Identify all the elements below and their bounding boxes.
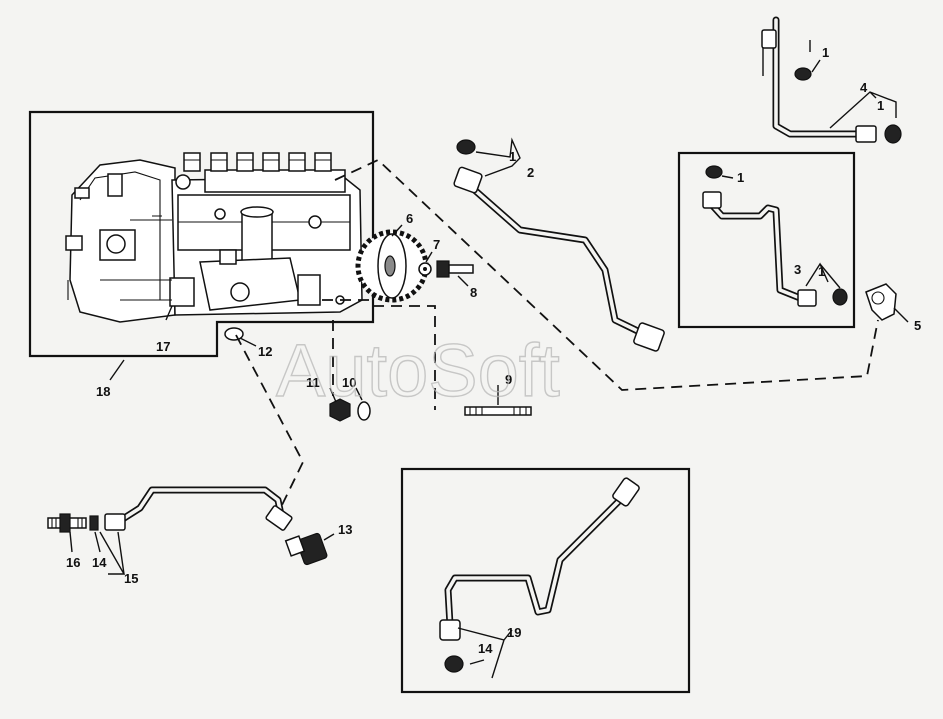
callout-16: 16 [66,555,80,570]
callout-1: 1 [818,264,825,279]
fuel-line-19 [439,477,640,673]
fitting-13 [284,532,328,566]
pump-assembly-frame [28,110,375,358]
callout-14: 14 [92,555,107,570]
line-19-frame [400,467,691,694]
callout-5: 5 [914,318,921,333]
fuel-line-15 [104,486,293,531]
washer-10 [357,401,371,421]
line-3-frame [677,151,856,329]
callout-18: 18 [96,384,110,399]
connector-16 [47,513,87,533]
fuel-transfer-block [199,257,301,311]
callout-10: 10 [342,375,356,390]
nut-14 [89,515,99,531]
callout-1: 1 [737,170,744,185]
callout-7: 7 [433,237,440,252]
fuel-line-2 [453,139,665,352]
nut-11 [329,398,351,422]
callout-8: 8 [470,285,477,300]
routing-line-upper [334,158,879,391]
callout-11: 11 [306,375,320,390]
callout-1: 1 [822,45,829,60]
stud-9 [464,406,532,416]
callout-6: 6 [406,211,413,226]
callout-12: 12 [258,344,272,359]
callout-2: 2 [527,165,534,180]
callout-3: 3 [794,262,801,277]
elbow-fitting-5 [865,283,897,321]
fuel-line-4 [761,16,902,144]
callout-14: 14 [478,641,493,656]
injection-pump [65,152,363,323]
fitting-17 [169,277,195,307]
routing-line-stud [373,305,436,410]
fuel-line-3 [702,165,848,307]
o-ring-12 [224,327,244,341]
callout-1: 1 [877,98,884,113]
callout-17: 17 [156,339,170,354]
callout-13: 13 [338,522,352,537]
elbow-port [871,291,885,305]
leader-lines [69,59,909,679]
drive-gear [355,229,429,303]
callout-15: 15 [124,571,138,586]
delivery-valves [183,152,332,172]
watermark: AutoSoft [276,329,560,412]
callout-4: 4 [860,80,868,95]
callout-1: 1 [509,149,516,164]
callout-labels: 1 4 1 1 2 1 3 1 5 6 7 8 9 10 11 12 13 14… [66,45,921,656]
bolt-8 [436,260,474,278]
callout-19: 19 [507,625,521,640]
washer-hole [423,267,427,271]
callout-9: 9 [505,372,512,387]
